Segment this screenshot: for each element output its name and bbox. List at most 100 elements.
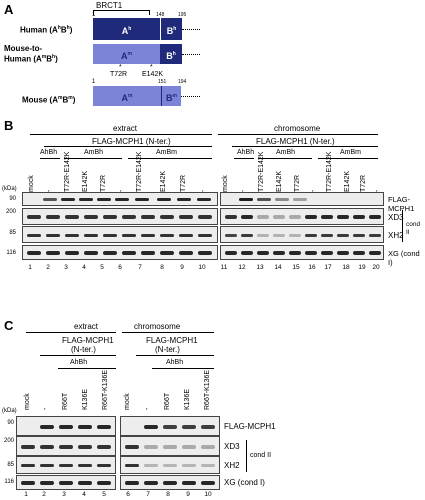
brct1-label: BRCT1 xyxy=(96,1,123,10)
blot-band xyxy=(257,198,271,201)
lane-condition: R66T-K136E xyxy=(102,369,109,410)
blot-band xyxy=(198,234,212,237)
lane-number: 6 xyxy=(126,491,130,498)
blot-band xyxy=(84,251,98,255)
blot-band xyxy=(59,481,73,485)
blot-band xyxy=(273,234,285,237)
blot-band xyxy=(97,481,111,485)
lane-condition: T72R-E142K xyxy=(258,151,265,192)
lane-number: 1 xyxy=(28,264,32,271)
blot-band xyxy=(163,425,177,429)
lane-number: 8 xyxy=(160,264,164,271)
lane-condition: K136E xyxy=(82,388,89,410)
blot-band xyxy=(273,251,285,255)
lane-number: 19 xyxy=(358,264,366,271)
blot-band xyxy=(97,445,111,449)
blot-band xyxy=(289,251,301,255)
lane-number: 3 xyxy=(62,491,66,498)
blot-c-flag-chromosome xyxy=(120,416,220,436)
blot-band xyxy=(84,215,98,219)
blot-xg-chromosome xyxy=(220,245,384,260)
kda-label: (kDa) xyxy=(2,186,17,192)
blot-band xyxy=(182,481,196,485)
blot-band xyxy=(103,215,117,219)
blot-c-xh2-chromosome xyxy=(120,456,220,474)
panel-b-flag-chromosome: FLAG-MCPH1 (N-ter.) xyxy=(256,137,335,146)
blot-band xyxy=(78,464,92,467)
blot-flag-extract xyxy=(22,192,218,206)
blot-band xyxy=(337,251,349,255)
blot-band xyxy=(125,445,139,449)
mouse-domain-b: Bm xyxy=(161,86,181,106)
blot-band xyxy=(353,251,365,255)
lane-number: 4 xyxy=(82,264,86,271)
blot-band xyxy=(27,215,41,219)
blot-c-xh2-extract xyxy=(16,456,116,474)
blot-band xyxy=(61,198,75,201)
blot-c-xg-chromosome xyxy=(120,475,220,490)
mouse-to-human-domain-a: Am xyxy=(93,44,160,64)
blot-band xyxy=(157,198,171,201)
blot-band xyxy=(103,251,117,255)
blot-c-xg-extract xyxy=(16,475,116,490)
lane-number: 16 xyxy=(308,264,316,271)
panel-b-extract-label: extract xyxy=(113,124,138,133)
group-label: AmBm xyxy=(156,149,177,156)
blot-band xyxy=(182,425,196,429)
blot-band xyxy=(144,464,158,467)
blot-band xyxy=(97,425,111,429)
blot-band xyxy=(122,234,136,237)
blot-band xyxy=(225,234,237,237)
mw-marker: 116 xyxy=(6,250,16,256)
blot-band xyxy=(65,234,79,237)
blot-band xyxy=(21,464,35,467)
panel-c-label: C xyxy=(4,318,14,333)
row-label: XH2 xyxy=(388,231,404,240)
lane-condition: T72R xyxy=(360,174,367,192)
blot-band xyxy=(84,234,98,237)
blot-band xyxy=(125,481,139,485)
lane-condition: R66T-K136E xyxy=(204,369,211,410)
blot-band xyxy=(273,215,285,219)
blot-band xyxy=(225,215,237,219)
blot-band xyxy=(160,215,174,219)
blot-band xyxy=(40,464,54,467)
lane-number: 9 xyxy=(186,491,190,498)
blot-band xyxy=(40,425,54,429)
lane-number: 10 xyxy=(204,491,212,498)
mw-marker: 200 xyxy=(3,438,14,444)
blot-c-xd3-extract xyxy=(16,436,116,456)
panel-a-label: A xyxy=(4,2,14,17)
blot-band xyxy=(321,234,333,237)
blot-band xyxy=(97,198,111,201)
blot-band xyxy=(135,198,149,201)
mutation-label-e142k: E142K xyxy=(142,71,164,78)
blot-flag-chromosome xyxy=(220,192,384,206)
blot-band xyxy=(179,215,193,219)
lane-number: 4 xyxy=(82,491,86,498)
lane-number: 2 xyxy=(42,491,46,498)
blot-band xyxy=(163,464,177,467)
lane-condition: T72R xyxy=(180,174,187,192)
blot-band xyxy=(115,198,129,201)
blot-band xyxy=(337,215,349,219)
panel-c-flag-extract: FLAG-MCPH1 xyxy=(62,336,114,345)
blot-xh2-chromosome xyxy=(220,226,384,243)
blot-band xyxy=(27,251,41,255)
blot-xd3-extract xyxy=(22,208,218,225)
lane-number: 11 xyxy=(220,264,228,271)
group-label: AmBh xyxy=(84,149,104,156)
lane-number: 12 xyxy=(238,264,246,271)
blot-band xyxy=(201,464,215,467)
lane-condition: E142K xyxy=(344,170,351,192)
blot-band xyxy=(40,481,54,485)
group-label: AmBh xyxy=(276,149,296,156)
blot-band xyxy=(289,215,301,219)
blot-band xyxy=(125,464,139,467)
blot-xh2-extract xyxy=(22,226,218,243)
lane-condition: - xyxy=(144,407,151,410)
blot-band xyxy=(182,464,196,467)
lane-number: 7 xyxy=(138,264,142,271)
lane-condition: mock xyxy=(28,175,35,192)
blot-band xyxy=(197,198,211,201)
